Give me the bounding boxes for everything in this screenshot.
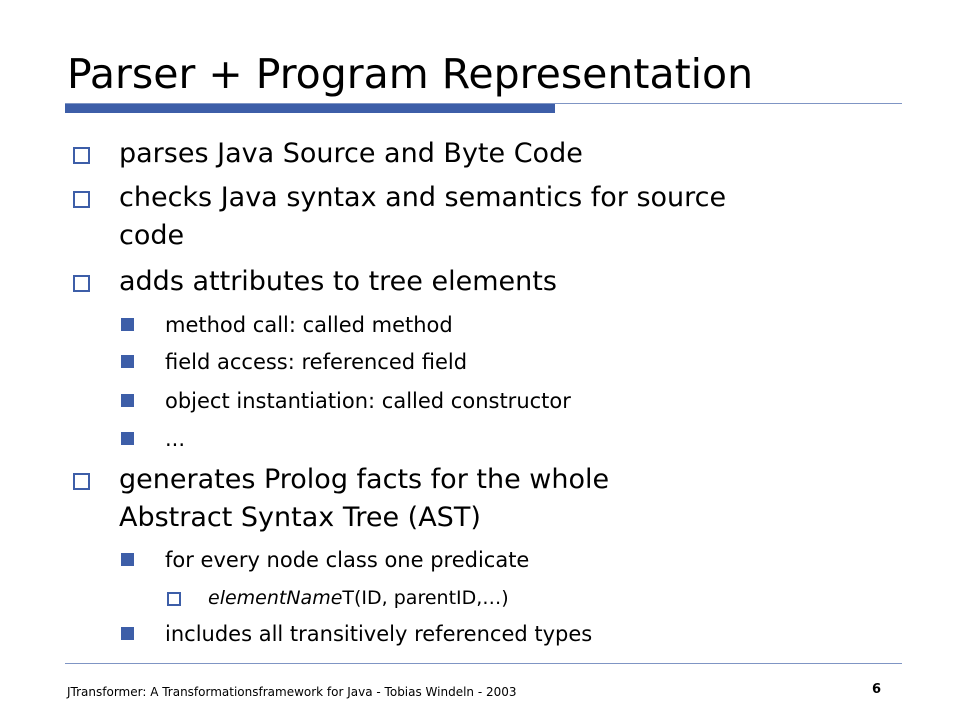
bullet-checks-syntax: checks Java syntax and semantics for sou… xyxy=(73,179,727,255)
filled-square-bullet-icon xyxy=(121,627,134,640)
hollow-square-bullet-icon xyxy=(73,275,90,292)
footer-caption: JTransformer: A Transformationsframework… xyxy=(67,685,517,699)
sub-bullet-method-call: method call: called method xyxy=(121,310,453,340)
bullet-text-line-1: generates Prolog facts for the whole xyxy=(119,464,610,495)
sub-bullet-text: method call: called method xyxy=(165,313,453,337)
sub-bullet-text: object instantiation: called constructor xyxy=(165,389,571,413)
sub-bullet-ellipsis: ... xyxy=(121,424,186,454)
filled-square-bullet-icon xyxy=(121,355,134,368)
bullet-text: parses Java Source and Byte Code xyxy=(119,138,583,169)
bullet-text-line-2: code xyxy=(119,220,185,251)
sub-bullet-node-class: for every node class one predicate xyxy=(121,545,530,575)
title-divider-line xyxy=(65,103,902,104)
bullet-adds-attributes: adds attributes to tree elements xyxy=(73,263,557,301)
hollow-square-bullet-icon xyxy=(73,473,90,490)
bullet-text-line-1: checks Java syntax and semantics for sou… xyxy=(119,182,727,213)
hollow-square-bullet-icon xyxy=(167,592,181,606)
bullet-generates-prolog: generates Prolog facts for the whole Abs… xyxy=(73,461,610,537)
sub-bullet-object-instantiation: object instantiation: called constructor xyxy=(121,386,571,416)
filled-square-bullet-icon xyxy=(121,394,134,407)
sub-sub-bullet-predicate: elementNameT(ID, parentID,…) xyxy=(167,584,509,612)
hollow-square-bullet-icon xyxy=(73,191,90,208)
bullet-text: adds attributes to tree elements xyxy=(119,266,557,297)
sub-bullet-referenced-types: includes all transitively referenced typ… xyxy=(121,619,593,649)
filled-square-bullet-icon xyxy=(121,553,134,566)
page-number: 6 xyxy=(872,682,882,697)
slide-title: Parser + Program Representation xyxy=(67,50,754,98)
bullet-parses: parses Java Source and Byte Code xyxy=(73,135,583,173)
filled-square-bullet-icon xyxy=(121,432,134,445)
title-accent-bar xyxy=(65,104,555,113)
filled-square-bullet-icon xyxy=(121,318,134,331)
sub-bullet-text: field access: referenced field xyxy=(165,350,468,374)
sub-bullet-text: includes all transitively referenced typ… xyxy=(165,622,593,646)
sub-bullet-text: ... xyxy=(165,427,186,451)
footer-divider-line xyxy=(65,663,902,664)
predicate-name-italic: elementName xyxy=(208,587,343,609)
hollow-square-bullet-icon xyxy=(73,147,90,164)
predicate-signature: T(ID, parentID,…) xyxy=(342,587,509,609)
sub-bullet-text: for every node class one predicate xyxy=(165,548,530,572)
bullet-text-line-2: Abstract Syntax Tree (AST) xyxy=(119,502,481,533)
sub-bullet-field-access: field access: referenced field xyxy=(121,347,468,377)
